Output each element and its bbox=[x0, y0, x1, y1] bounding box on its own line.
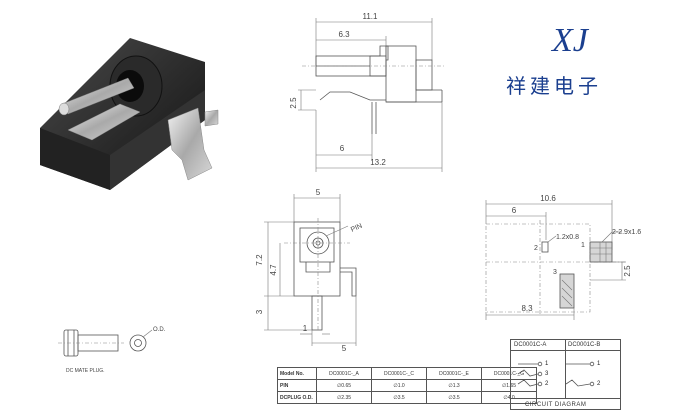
pcb-dim-overall: 10.6 bbox=[540, 194, 556, 203]
circuit-b-pin: 2 bbox=[597, 381, 601, 387]
table-header-cell: DC0001C-_C bbox=[371, 367, 427, 380]
table-cell: ∅1.3 bbox=[426, 379, 482, 392]
table-row: DCPLUG O.D. ∅2.35 ∅3.5 ∅3.5 ∅4.0 bbox=[277, 391, 537, 404]
side-view-drawing bbox=[298, 18, 446, 172]
table-row: PIN ∅0.65 ∅1.0 ∅1.3 ∅1.65 bbox=[277, 379, 537, 392]
dim-bottom: 5 bbox=[342, 344, 347, 353]
pcb-dim-bottom: 8.3 bbox=[521, 304, 533, 313]
dim-leg: 3 bbox=[255, 309, 264, 314]
table-cell: ∅1.0 bbox=[371, 379, 427, 392]
table-cell: ∅3.5 bbox=[426, 391, 482, 404]
table-header-cell: DC0001C-_E bbox=[426, 367, 482, 380]
circuit-divider bbox=[511, 398, 620, 399]
circuit-a-pin: 2 bbox=[545, 381, 549, 387]
table-cell: ∅3.5 bbox=[371, 391, 427, 404]
table-cell: ∅0.65 bbox=[316, 379, 372, 392]
table-cell: DCPLUG O.D. bbox=[277, 391, 317, 404]
plug-caption: DC MATE PLUG. bbox=[66, 368, 105, 374]
dim-bottom-overall: 13.2 bbox=[370, 158, 386, 167]
dim-pin: 6.3 bbox=[338, 30, 350, 39]
pin-label: PIN bbox=[350, 223, 364, 234]
circuit-divider bbox=[565, 340, 566, 398]
dim-overall-top: 11.1 bbox=[363, 12, 379, 21]
pcb-pin-1: 1 bbox=[581, 242, 585, 249]
pcb-pin-2: 2 bbox=[534, 245, 538, 252]
circuit-caption: CIRCUIT DIAGRAM bbox=[525, 402, 587, 408]
pcb-pin-3: 3 bbox=[553, 269, 557, 276]
plug-od-label: O.D. bbox=[153, 327, 166, 333]
dim-bottom-left: 6 bbox=[340, 144, 345, 153]
pcb-dim-right: 2.5 bbox=[623, 265, 632, 277]
pcb-dim-left: 6 bbox=[512, 206, 517, 215]
dim-height-center: 4.7 bbox=[269, 264, 278, 276]
circuit-header-a: DC0001C-A bbox=[514, 342, 547, 348]
front-view-drawing bbox=[264, 194, 357, 346]
table-cell: ∅4.0 bbox=[481, 391, 537, 404]
dim-width: 5 bbox=[316, 188, 321, 197]
table-cell: ∅2.35 bbox=[316, 391, 372, 404]
pcb-dim-slot: 1.2x0.8 bbox=[556, 234, 579, 241]
dim-leg-width: 1 bbox=[303, 324, 308, 333]
table-header-cell: DC0001C-_A bbox=[316, 367, 372, 380]
connector-photo bbox=[40, 38, 219, 190]
circuit-a-pin: 1 bbox=[545, 361, 549, 367]
dim-height-total: 7.2 bbox=[255, 254, 264, 266]
brand-chinese-name: 祥建电子 bbox=[506, 74, 602, 98]
circuit-header-b: DC0001C-B bbox=[568, 342, 601, 348]
table-row: Model No. DC0001C-_A DC0001C-_C DC0001C-… bbox=[277, 367, 537, 380]
circuit-a-pin: 3 bbox=[545, 371, 549, 377]
dc-plug-drawing bbox=[58, 329, 153, 357]
dim-height: 2.5 bbox=[289, 97, 298, 109]
table-cell: PIN bbox=[277, 379, 317, 392]
spec-table: Model No. DC0001C-_A DC0001C-_C DC0001C-… bbox=[277, 367, 537, 404]
pcb-dim-holes: 2-2.9x1.6 bbox=[612, 229, 641, 236]
circuit-b-pin: 1 bbox=[597, 361, 601, 367]
pcb-layout-drawing bbox=[485, 200, 626, 320]
table-header-cell: Model No. bbox=[277, 367, 317, 380]
brand-logo-xj: XJ bbox=[552, 22, 588, 59]
circuit-diagram-box: DC0001C-A DC0001C-B 1 3 2 1 2 CIRCUIT DI… bbox=[510, 339, 621, 410]
